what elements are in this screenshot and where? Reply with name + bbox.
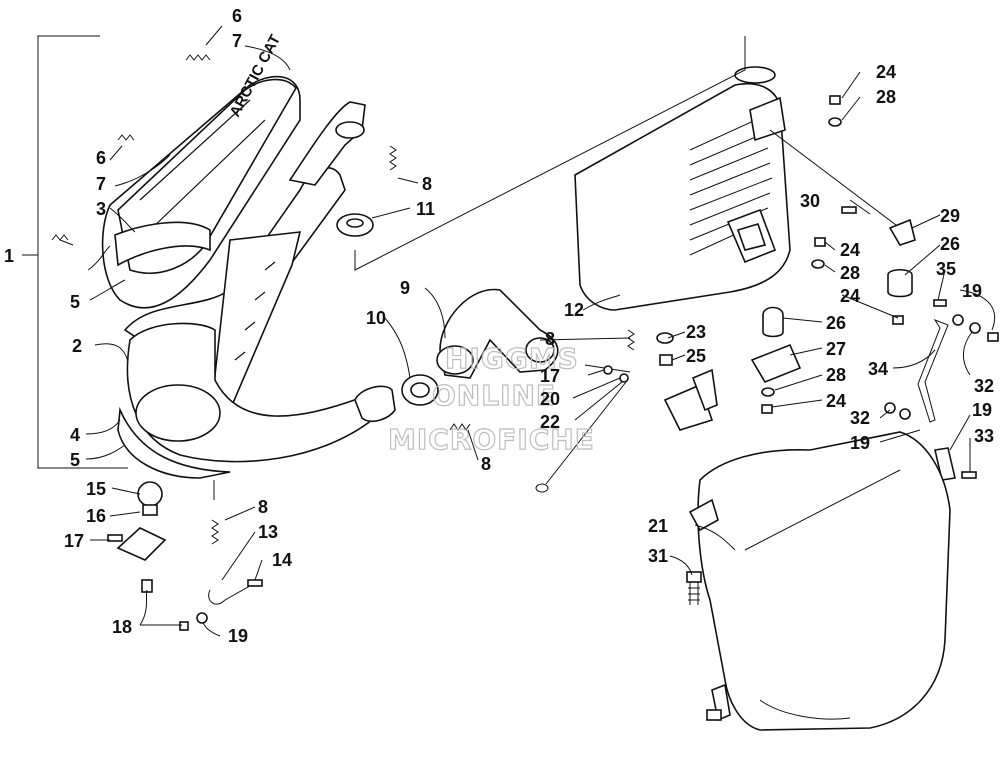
skid-plate-guard xyxy=(686,431,951,731)
callout-1: 1 xyxy=(4,246,14,266)
callout-33: 33 xyxy=(974,426,994,446)
callout-31: 31 xyxy=(648,546,668,566)
exhaust-manifold xyxy=(401,288,559,406)
callout-28c: 28 xyxy=(826,365,846,385)
callout-23: 23 xyxy=(686,322,706,342)
callout-35: 35 xyxy=(936,259,956,279)
callout-6b: 6 xyxy=(96,148,106,168)
callout-29: 29 xyxy=(940,206,960,226)
callout-24c: 24 xyxy=(840,286,860,306)
callout-19b: 19 xyxy=(962,281,982,301)
callout-5b: 5 xyxy=(70,450,80,470)
watermark: HIGGMS ONLINE MICROFICHE xyxy=(387,341,595,456)
callout-5a: 5 xyxy=(70,292,80,312)
callout-18: 18 xyxy=(112,617,132,637)
callout-26b: 26 xyxy=(826,313,846,333)
callout-21: 21 xyxy=(648,516,668,536)
callout-8c: 8 xyxy=(258,497,268,517)
right-hardware xyxy=(535,95,999,493)
callout-7a: 7 xyxy=(232,31,242,51)
callout-2: 2 xyxy=(72,336,82,356)
assembly-bracket xyxy=(22,35,128,469)
silencer-box xyxy=(354,36,791,311)
callout-6a: 6 xyxy=(232,6,242,26)
callout-28a: 28 xyxy=(876,87,896,107)
callout-15: 15 xyxy=(86,479,106,499)
callout-28b: 28 xyxy=(840,263,860,283)
callout-32a: 32 xyxy=(974,376,994,396)
callout-30: 30 xyxy=(800,191,820,211)
callout-10: 10 xyxy=(366,308,386,328)
leader-lines xyxy=(59,25,996,637)
callout-7b: 7 xyxy=(96,174,106,194)
callout-22: 22 xyxy=(540,412,560,432)
callout-8d: 8 xyxy=(545,329,555,349)
callout-26a: 26 xyxy=(940,234,960,254)
callout-14: 14 xyxy=(272,550,292,570)
callout-17b: 17 xyxy=(540,366,560,386)
callout-3: 3 xyxy=(96,199,106,219)
mount-bracket-hardware xyxy=(107,481,263,631)
callout-8a: 8 xyxy=(422,174,432,194)
callout-16: 16 xyxy=(86,506,106,526)
callout-24b: 24 xyxy=(840,240,860,260)
callout-19d: 19 xyxy=(972,400,992,420)
callout-34: 34 xyxy=(868,359,888,379)
callout-12: 12 xyxy=(564,300,584,320)
callout-24a: 24 xyxy=(876,62,896,82)
callout-32b: 32 xyxy=(850,408,870,428)
callout-9: 9 xyxy=(400,278,410,298)
callout-labels: 1 2 3 4 5 5 6 6 7 7 8 8 8 8 9 10 11 12 1… xyxy=(4,6,994,646)
watermark-line-1: HIGGMS xyxy=(445,342,579,375)
callout-24d: 24 xyxy=(826,391,846,411)
callout-20: 20 xyxy=(540,389,560,409)
callout-19a: 19 xyxy=(228,626,248,646)
watermark-line-3: MICROFICHE xyxy=(388,423,595,456)
muffler-assembly: ARCTIC CAT xyxy=(51,32,635,545)
callout-19c: 19 xyxy=(850,433,870,453)
callout-4: 4 xyxy=(70,425,80,445)
callout-11: 11 xyxy=(416,199,435,219)
watermark-line-2: ONLINE xyxy=(432,379,556,412)
callout-27: 27 xyxy=(826,339,846,359)
callout-17a: 17 xyxy=(64,531,84,551)
callout-8b: 8 xyxy=(481,454,491,474)
callout-13: 13 xyxy=(258,522,278,542)
callout-25: 25 xyxy=(686,346,706,366)
